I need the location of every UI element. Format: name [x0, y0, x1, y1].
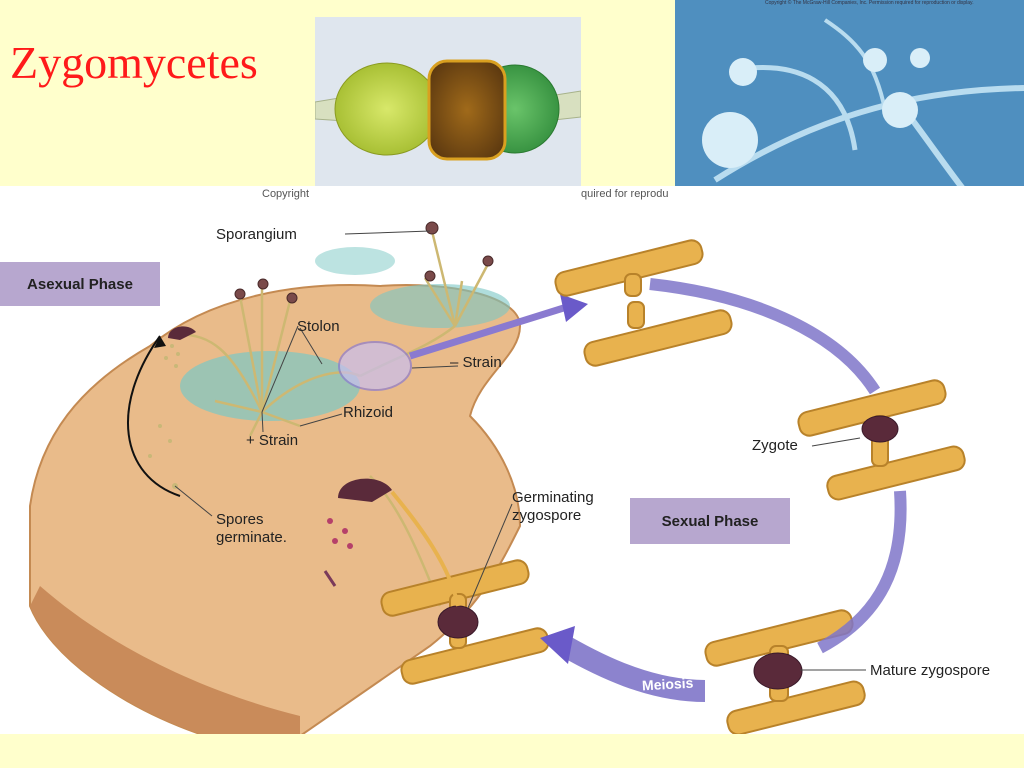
label-spores-line2: germinate.: [216, 529, 287, 546]
slide-title: Zygomycetes: [10, 37, 258, 88]
zygospore-photo: [315, 17, 581, 212]
label-germinating-zygospore: Germinating zygospore: [512, 489, 594, 525]
diagram-art: [29, 221, 966, 734]
germinating-zygospore-icon: [437, 605, 479, 639]
zygospore-micrograph-icon: [315, 17, 581, 212]
open-zygospore-icon: [338, 478, 392, 502]
label-mature-zygospore: Mature zygospore: [870, 662, 991, 679]
label-plus-strain: + Strain: [246, 432, 299, 449]
mold-patch-icon: [180, 351, 360, 421]
label-sporangium: Sporangium: [216, 226, 297, 243]
sporangia-micrograph-icon: [675, 0, 1024, 204]
photo-credit: Copyright © The McGraw-Hill Companies, I…: [765, 0, 974, 6]
zygote-icon: [861, 415, 899, 443]
label-meiosis: Meiosis: [641, 674, 694, 694]
label-germinating-line1: Germinating: [512, 489, 594, 506]
label-zygote: Zygote: [752, 437, 798, 454]
label-germinating-line2: zygospore: [512, 507, 582, 524]
dispersal-arrow-icon: [127, 335, 181, 497]
life-cycle-diagram: Copyright quired for reprodu: [0, 186, 1024, 734]
credit-left: Copyright: [262, 188, 310, 200]
label-minus-strain: – Strain: [450, 354, 502, 371]
label-spores: Spores germinate.: [216, 511, 287, 547]
sexual-phase-label: Sexual Phase: [630, 498, 790, 544]
label-stolon: Stolon: [297, 318, 340, 335]
label-rhizoid: Rhizoid: [343, 404, 394, 421]
sporangia-photo: Copyright © The McGraw-Hill Companies, I…: [675, 0, 1024, 204]
label-spores-line1: Spores: [216, 511, 264, 528]
sporangium-icon: [425, 221, 439, 235]
asexual-phase-label: Asexual Phase: [0, 262, 160, 306]
mature-zygospore-icon: [753, 652, 803, 690]
credit-right: quired for reprodu: [581, 188, 669, 200]
cycle-arrow-icon: [649, 278, 881, 395]
